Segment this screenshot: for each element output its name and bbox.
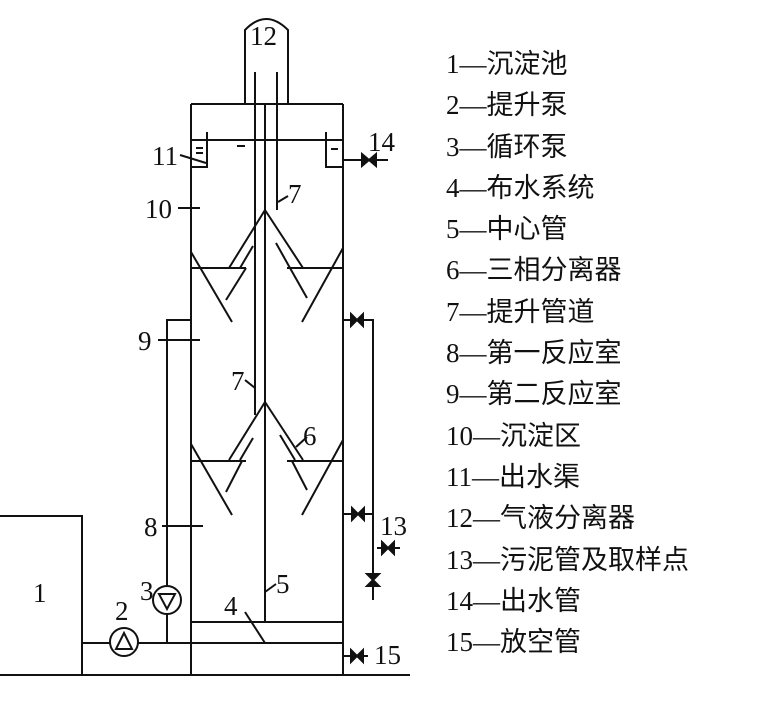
legend-item: 10—沉淀区 bbox=[446, 420, 581, 451]
label-9: 9 bbox=[138, 326, 152, 356]
legend-item: 11—出水渠 bbox=[446, 461, 580, 492]
lift-pump-icon[interactable] bbox=[109, 627, 139, 657]
legend-item: 12—气液分离器 bbox=[446, 503, 635, 534]
legend-item: 14—出水管 bbox=[446, 585, 581, 616]
valve-icon[interactable] bbox=[351, 505, 365, 523]
leader-line bbox=[264, 583, 277, 593]
label-1: 1 bbox=[33, 578, 47, 608]
effluent-weir-right bbox=[325, 132, 343, 168]
label-11: 11 bbox=[152, 141, 178, 171]
legend-item: 5—中心管 bbox=[446, 214, 568, 245]
gas-liquid-separator bbox=[244, 18, 289, 104]
label-15: 15 bbox=[374, 640, 401, 670]
effluent-weir-left bbox=[191, 132, 208, 168]
leader-line bbox=[244, 611, 266, 644]
label-7-upper: 7 bbox=[288, 179, 302, 209]
legend-item: 4—布水系统 bbox=[446, 172, 595, 203]
legend-item: 7—提升管道 bbox=[446, 296, 595, 327]
legend-item: 15—放空管 bbox=[446, 627, 581, 658]
label-6: 6 bbox=[303, 421, 317, 451]
label-7-lower: 7 bbox=[231, 366, 245, 396]
valve-icon[interactable] bbox=[350, 647, 364, 665]
label-13: 13 bbox=[380, 511, 407, 541]
label-5: 5 bbox=[276, 569, 290, 599]
pump-triangle-up bbox=[114, 630, 134, 650]
leader-line bbox=[179, 154, 207, 164]
settling-tank bbox=[0, 515, 83, 675]
legend-item: 3—循环泵 bbox=[446, 131, 568, 162]
label-10: 10 bbox=[145, 194, 172, 224]
legend-item: 13—污泥管及取样点 bbox=[446, 544, 689, 575]
legend-item: 1—沉淀池 bbox=[446, 49, 568, 79]
legend: 1—沉淀池 2—提升泵 3—循环泵 4—布水系统 5—中心管 6—三相分离器 7… bbox=[446, 44, 689, 663]
circulation-pipe bbox=[166, 319, 191, 586]
label-14: 14 bbox=[368, 127, 396, 157]
legend-item: 2—提升泵 bbox=[446, 90, 568, 121]
pump-triangle-down bbox=[157, 593, 177, 612]
label-2: 2 bbox=[115, 596, 129, 626]
three-phase-separator-lower bbox=[190, 401, 344, 516]
legend-item: 6—三相分离器 bbox=[446, 255, 622, 286]
legend-item: 8—第一反应室 bbox=[446, 338, 622, 369]
leader-line bbox=[244, 379, 256, 389]
legend-item: 9—第二反应室 bbox=[446, 379, 622, 410]
three-phase-separator-upper bbox=[190, 209, 344, 323]
leader-line bbox=[277, 195, 289, 203]
valve-icon[interactable] bbox=[364, 573, 382, 587]
valve-icon[interactable] bbox=[361, 151, 377, 169]
valve-icon[interactable] bbox=[381, 539, 395, 557]
sludge-pipe bbox=[343, 319, 374, 600]
label-4: 4 bbox=[224, 591, 238, 621]
leader-line bbox=[295, 436, 308, 448]
circulation-pump-icon[interactable] bbox=[152, 585, 182, 615]
valve-icon[interactable] bbox=[350, 311, 364, 329]
label-8: 8 bbox=[144, 512, 158, 542]
label-12: 12 bbox=[250, 21, 277, 51]
label-3: 3 bbox=[140, 576, 154, 606]
